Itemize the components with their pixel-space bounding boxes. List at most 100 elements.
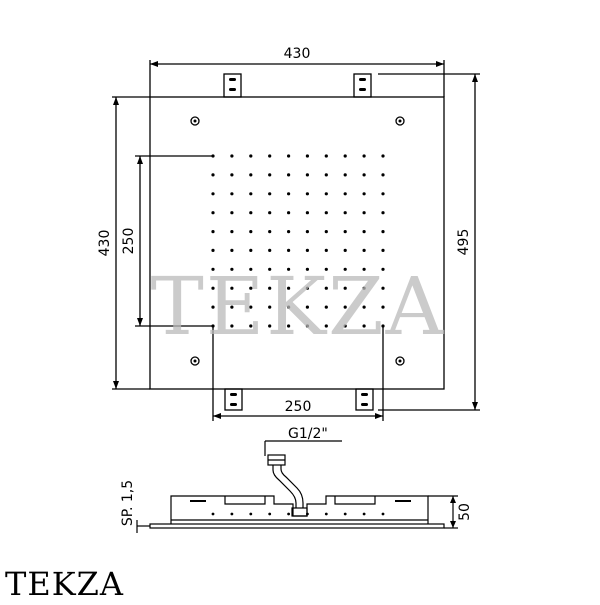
nozzle-dot [324, 286, 328, 290]
nozzle-dot [287, 230, 291, 234]
nozzle-dot [362, 305, 366, 309]
nozzle-dot [287, 248, 291, 252]
arrowhead [450, 521, 456, 528]
nozzle-dot [230, 230, 234, 234]
side-right-notch [334, 496, 376, 505]
bracket-slot [361, 393, 368, 396]
dim-label-nozzle-height: 250 [121, 228, 137, 255]
nozzle-dot [381, 211, 385, 215]
nozzle-dot [362, 267, 366, 271]
nozzle-dot [381, 305, 385, 309]
bracket-slot [359, 88, 366, 91]
nozzle-dot [230, 154, 234, 158]
nozzle-dot [362, 211, 366, 215]
nozzle-dot [381, 154, 385, 158]
nozzle-dot [362, 248, 366, 252]
nozzle-dot [324, 324, 328, 328]
nozzle-dot [211, 230, 215, 234]
nozzle-dot [287, 154, 291, 158]
side-nozzle-dot [306, 512, 309, 516]
mount-hole-br [395, 356, 405, 366]
nozzle-dot [305, 324, 309, 328]
nozzle-dot [249, 305, 253, 309]
side-nozzle-dot [362, 512, 366, 516]
bracket-top-right [353, 73, 372, 98]
nozzle-dot [362, 324, 366, 328]
thread-label: G1/2" [288, 426, 328, 442]
dim-label-right-height: 495 [456, 229, 472, 256]
pipe-fitting [291, 507, 308, 517]
nozzle-dot [268, 192, 272, 196]
bracket-slot [230, 393, 237, 396]
watermark: TEKZA [151, 260, 446, 353]
bracket-top-left [223, 73, 242, 98]
brand-logo-text: TEKZA [5, 565, 124, 603]
nozzle-dot [211, 248, 215, 252]
nozzle-dot [268, 267, 272, 271]
mount-hole-center [193, 359, 197, 363]
nozzle-dot [343, 286, 347, 290]
nozzle-dot [230, 192, 234, 196]
nozzle-dot [211, 324, 215, 328]
side-nozzle-dot [324, 512, 328, 516]
side-base-plate [149, 523, 445, 529]
nozzle-dot [324, 192, 328, 196]
arrowhead [472, 402, 478, 410]
nozzle-dot [343, 324, 347, 328]
nozzle-dot [381, 192, 385, 196]
nozzle-dot [268, 248, 272, 252]
arrowhead [436, 61, 444, 67]
nozzle-dot [362, 230, 366, 234]
nozzle-dot [249, 286, 253, 290]
side-nozzle-dot [287, 512, 290, 516]
nozzle-dot [287, 211, 291, 215]
nozzle-dot [381, 248, 385, 252]
nozzle-dot [268, 305, 272, 309]
nozzle-dot [287, 305, 291, 309]
bracket-slot [229, 78, 236, 81]
nozzle-dot [268, 173, 272, 177]
nozzle-dot [324, 248, 328, 252]
bracket-bottom-right [355, 388, 374, 411]
nozzle-dot [287, 173, 291, 177]
nozzle-dot [343, 192, 347, 196]
nozzle-dot [362, 192, 366, 196]
dim-label-left-height: 430 [97, 230, 113, 257]
nozzle-dot [362, 173, 366, 177]
arrowhead [137, 318, 143, 326]
arrowhead [375, 413, 383, 419]
side-left-notch [224, 496, 266, 505]
nozzle-dot [287, 324, 291, 328]
nozzle-dot [305, 267, 309, 271]
nozzle-dot [249, 173, 253, 177]
side-nozzle-dot [381, 512, 385, 516]
nozzle-dot [305, 211, 309, 215]
arrowhead [472, 74, 478, 82]
nozzle-dot [305, 154, 309, 158]
side-mark [190, 500, 206, 502]
nozzle-dot [324, 173, 328, 177]
arrowhead [213, 413, 221, 419]
nozzle-dot [343, 173, 347, 177]
nozzle-dot [249, 211, 253, 215]
nozzle-dot [287, 286, 291, 290]
nozzle-dot [249, 248, 253, 252]
nozzle-dot [343, 305, 347, 309]
mount-hole-center [398, 119, 402, 123]
side-nozzle-dot [249, 512, 253, 516]
nozzle-dot [268, 211, 272, 215]
nozzle-dot [381, 173, 385, 177]
bracket-slot [361, 403, 368, 406]
nozzle-dot [211, 154, 215, 158]
side-nozzle-dot [343, 512, 347, 516]
nozzle-dot [249, 230, 253, 234]
nozzle-dot [305, 192, 309, 196]
nozzle-dot [324, 230, 328, 234]
mount-hole-bl [190, 356, 200, 366]
side-nozzle-dot [230, 512, 234, 516]
nozzle-dot [249, 154, 253, 158]
nozzle-dot [230, 173, 234, 177]
bracket-bottom-left [224, 388, 243, 411]
nozzle-dot [305, 286, 309, 290]
